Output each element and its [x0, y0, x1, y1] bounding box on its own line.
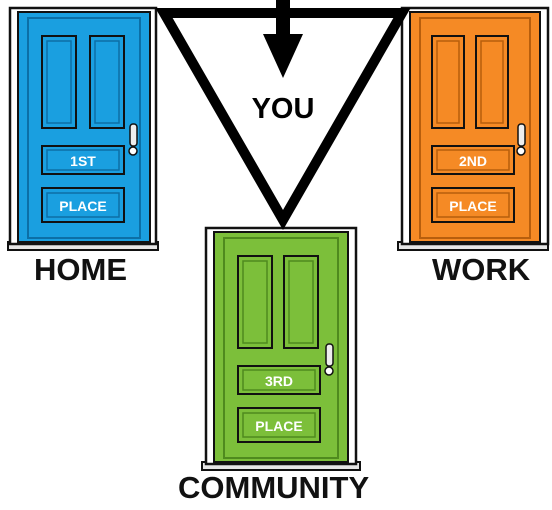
community-caption: COMMUNITY — [178, 470, 369, 506]
community-door-place: PLACE — [255, 418, 302, 434]
work-door-place: PLACE — [449, 198, 496, 214]
you-label: YOU — [252, 93, 315, 125]
home-caption: HOME — [34, 252, 127, 288]
community-door: 3RD PLACE — [202, 228, 360, 470]
work-caption: WORK — [432, 252, 530, 288]
community-door-rank: 3RD — [265, 373, 293, 389]
home-door: 1ST PLACE — [8, 8, 158, 250]
home-door-place: PLACE — [59, 198, 106, 214]
home-door-rank: 1ST — [70, 153, 96, 169]
work-door: 2ND PLACE — [398, 8, 548, 250]
work-door-rank: 2ND — [459, 153, 487, 169]
